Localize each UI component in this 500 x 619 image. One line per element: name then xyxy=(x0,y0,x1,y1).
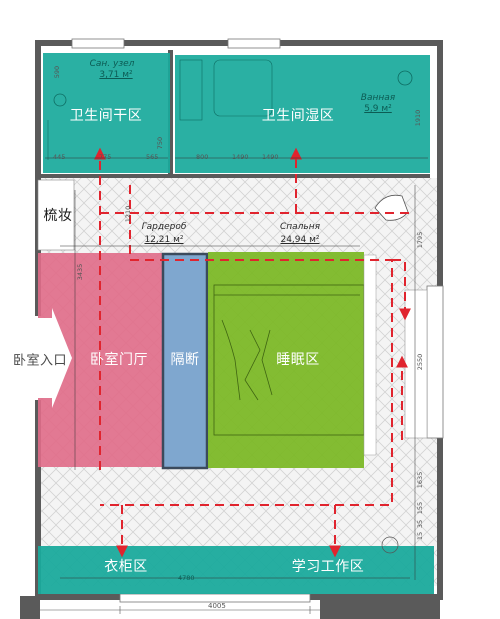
dim-left-3435: 3435 xyxy=(76,263,84,281)
circulation-path xyxy=(94,147,412,558)
dim-footer-4005: 4005 xyxy=(208,602,226,610)
zone-label-sleep: 睡眠区 xyxy=(276,352,320,368)
dim-side-1635: 1635 xyxy=(416,471,424,489)
entrance-arrow-icon xyxy=(28,308,72,408)
bottom-window xyxy=(119,593,311,603)
dim-side-2550: 2550 xyxy=(416,353,424,371)
zone-label-wardrobe: 衣柜区 xyxy=(104,559,148,575)
wardrobe-study-strip xyxy=(38,546,434,594)
dim-bottom-4780: 4780 xyxy=(178,574,195,582)
dim-wc-w3: 565 xyxy=(146,153,159,161)
room-wc-name: Сан. узел xyxy=(89,59,135,69)
zone-label-foyer: 卧室门厅 xyxy=(90,352,148,368)
room-bedroom-name: Спальня xyxy=(279,222,321,232)
zone-label-bath-dry: 卫生间干区 xyxy=(69,108,143,124)
dim-bath-h1: 1910 xyxy=(414,109,422,127)
top-window-left xyxy=(71,38,125,49)
zone-label-entrance: 卧室入口 xyxy=(12,353,68,369)
zone-label-partition: 隔断 xyxy=(170,352,200,368)
partition-zone xyxy=(161,252,209,470)
dim-bath-w1: 800 xyxy=(196,153,209,161)
zone-label-study: 学习工作区 xyxy=(291,559,365,575)
zone-label-vanity: 梳妆 xyxy=(43,208,73,224)
dim-side-15: 15 xyxy=(416,531,424,541)
top-window-right xyxy=(227,38,281,49)
vanity-area xyxy=(37,179,75,251)
dim-bath-w3: 1490 xyxy=(262,153,279,161)
sleep-zone xyxy=(208,252,364,468)
room-bath-area: 5,9 м² xyxy=(364,104,392,114)
zone-label-bath-wet: 卫生间湿区 xyxy=(261,108,335,124)
room-dressing-name: Гардероб xyxy=(141,222,187,232)
dim-left-1210: 1210 xyxy=(124,205,132,223)
room-bath-name: Ванная xyxy=(360,93,396,103)
dim-side-1795: 1795 xyxy=(416,231,424,249)
dim-bath-w2: 1490 xyxy=(232,153,249,161)
dim-wc-h2: 750 xyxy=(156,136,164,150)
bath-wet-zone xyxy=(175,55,430,173)
room-wc-area: 3,71 м² xyxy=(99,70,133,80)
dimension-lines xyxy=(45,157,428,580)
dim-wc-w1: 445 xyxy=(53,153,66,161)
dim-wc-w2: 775 xyxy=(99,153,112,161)
room-dressing-area: 12,21 м² xyxy=(144,235,184,245)
sink-icon xyxy=(53,93,67,107)
bath-dry-zone xyxy=(43,53,170,173)
room-bedroom-area: 24,94 м² xyxy=(280,235,320,245)
dim-side-35: 35 xyxy=(416,519,424,529)
right-window xyxy=(426,285,444,439)
dim-side-155: 155 xyxy=(416,501,424,515)
dim-wc-h1: 590 xyxy=(53,65,61,79)
